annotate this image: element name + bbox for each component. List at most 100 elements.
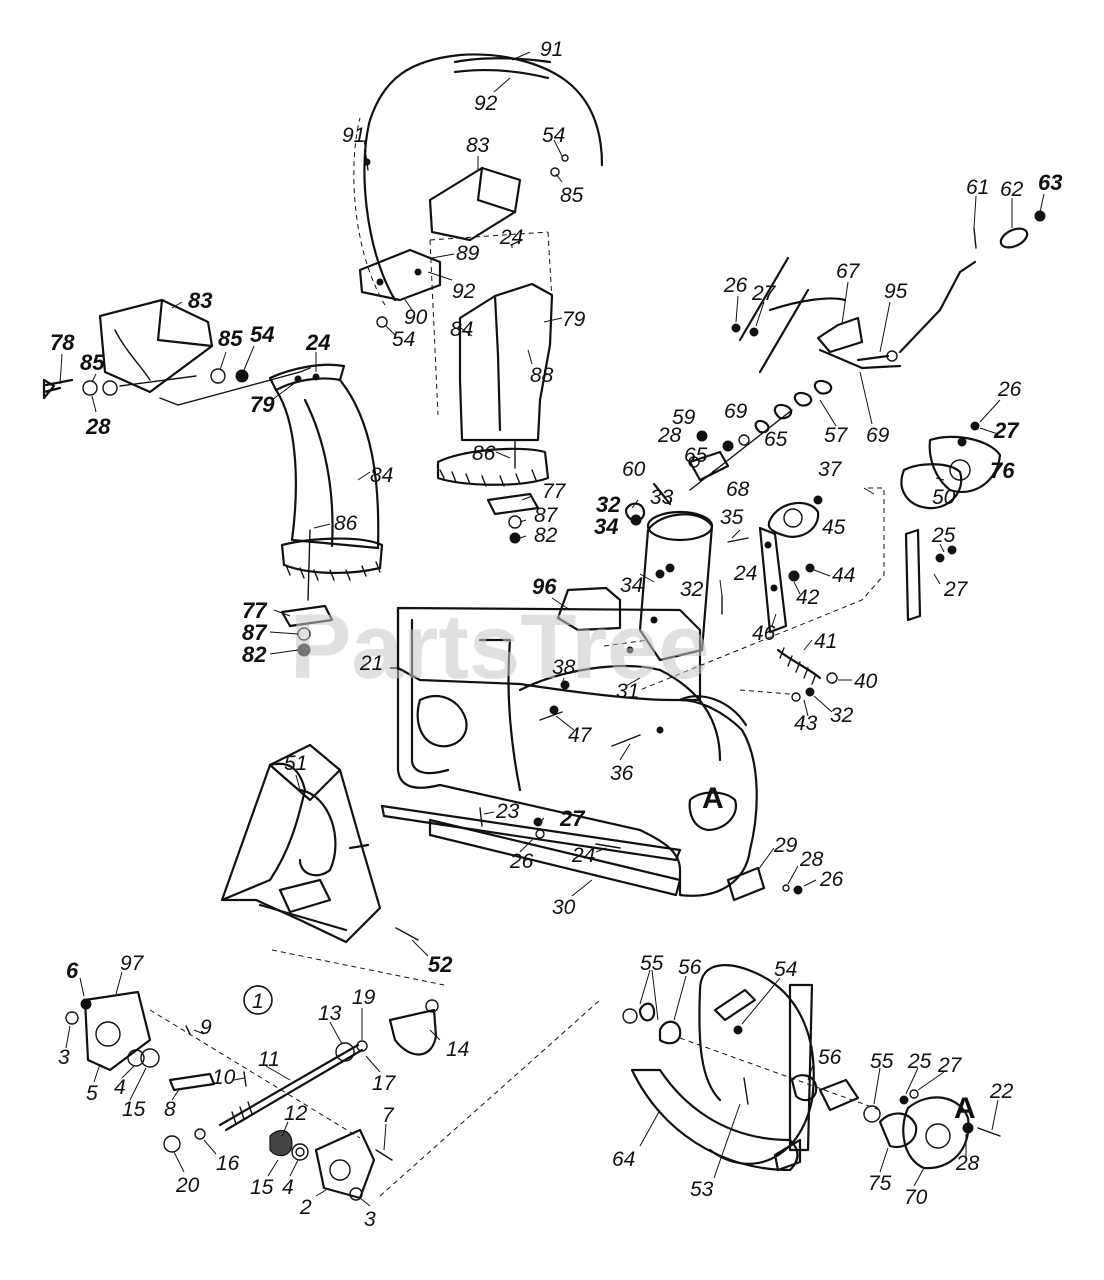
left-chute-assembly bbox=[42, 298, 384, 657]
callout-32: 32 bbox=[596, 492, 621, 517]
flange-70 bbox=[902, 1096, 970, 1170]
callout-22: 22 bbox=[989, 1080, 1014, 1103]
callout-9: 9 bbox=[200, 1016, 212, 1039]
section-marker-label: 1 bbox=[252, 990, 264, 1013]
callout-30: 30 bbox=[552, 896, 576, 919]
callout-35: 35 bbox=[720, 506, 744, 529]
callout-86: 86 bbox=[334, 512, 358, 535]
callout-27: 27 bbox=[751, 282, 777, 305]
crank-grip-91 bbox=[453, 57, 552, 64]
callout-24: 24 bbox=[305, 330, 330, 355]
ref-marker-a: A bbox=[954, 1092, 976, 1125]
callout-27: 27 bbox=[559, 806, 586, 831]
callout-69: 69 bbox=[724, 400, 748, 423]
flange-76 bbox=[928, 435, 1002, 493]
callout-82: 82 bbox=[242, 642, 267, 667]
callout-90: 90 bbox=[404, 306, 428, 329]
callout-60: 60 bbox=[622, 458, 646, 481]
callout-29: 29 bbox=[773, 834, 798, 857]
callout-87: 87 bbox=[534, 504, 559, 527]
crank-grip-92 bbox=[453, 68, 550, 80]
callout-67: 67 bbox=[836, 260, 861, 283]
gear-case-51 bbox=[220, 743, 445, 986]
callout-32: 32 bbox=[680, 578, 704, 601]
callout-32: 32 bbox=[830, 704, 854, 727]
callout-53: 53 bbox=[690, 1178, 714, 1201]
plate-29 bbox=[726, 866, 766, 902]
callout-23: 23 bbox=[495, 800, 520, 823]
callout-38: 38 bbox=[552, 656, 576, 679]
callout-labels: 91 92 91 83 54 85 24 89 92 90 54 79 84 8… bbox=[50, 38, 1062, 1231]
callout-41: 41 bbox=[814, 630, 837, 653]
callout-56: 56 bbox=[818, 1046, 842, 1069]
callout-5: 5 bbox=[86, 1082, 98, 1105]
callout-28: 28 bbox=[955, 1152, 980, 1175]
callout-83: 83 bbox=[188, 288, 212, 313]
callout-33: 33 bbox=[650, 486, 674, 509]
callout-75: 75 bbox=[868, 1172, 892, 1195]
gear-12 bbox=[269, 1129, 293, 1157]
callout-85: 85 bbox=[80, 350, 105, 375]
callout-11: 11 bbox=[258, 1048, 280, 1071]
plate-46 bbox=[758, 526, 788, 634]
callout-70: 70 bbox=[904, 1186, 928, 1209]
callout-47: 47 bbox=[568, 724, 593, 747]
callout-45: 45 bbox=[822, 516, 846, 539]
callout-82: 82 bbox=[534, 524, 558, 547]
callout-19: 19 bbox=[352, 986, 376, 1009]
callout-83: 83 bbox=[466, 134, 490, 157]
chute-crank-assembly bbox=[353, 53, 604, 544]
callout-91: 91 bbox=[540, 38, 563, 61]
callout-59: 59 bbox=[672, 406, 696, 429]
callout-64: 64 bbox=[612, 1148, 635, 1171]
callout-21: 21 bbox=[359, 652, 383, 675]
callout-56: 56 bbox=[678, 956, 702, 979]
callout-43: 43 bbox=[794, 712, 818, 735]
callout-77: 77 bbox=[542, 480, 567, 503]
bracket-67 bbox=[816, 316, 864, 354]
chute-base-33 bbox=[638, 513, 714, 662]
callout-37: 37 bbox=[818, 458, 843, 481]
impeller-assembly bbox=[622, 964, 1001, 1172]
callout-77: 77 bbox=[242, 598, 268, 623]
leader-lines bbox=[59, 51, 1045, 1207]
callout-55: 55 bbox=[870, 1050, 894, 1073]
callout-40: 40 bbox=[854, 670, 878, 693]
callout-51: 51 bbox=[284, 752, 307, 775]
callout-96: 96 bbox=[532, 574, 557, 599]
callout-61: 61 bbox=[966, 176, 989, 199]
callout-4: 4 bbox=[282, 1176, 294, 1199]
callout-68: 68 bbox=[726, 478, 750, 501]
callout-57: 57 bbox=[824, 424, 849, 447]
callout-50: 50 bbox=[932, 486, 956, 509]
callout-44: 44 bbox=[832, 564, 855, 587]
callout-28: 28 bbox=[799, 848, 824, 871]
callout-15: 15 bbox=[122, 1098, 146, 1121]
callout-85: 85 bbox=[218, 326, 243, 351]
watermark: PartsTree bbox=[290, 596, 709, 698]
auger-housing-assembly bbox=[380, 502, 803, 902]
section-marker-circle bbox=[243, 985, 273, 1015]
callout-55: 55 bbox=[640, 952, 664, 975]
callout-26: 26 bbox=[509, 850, 534, 873]
auger-shaft-11 bbox=[218, 1043, 360, 1127]
callout-3: 3 bbox=[58, 1046, 70, 1069]
callout-14: 14 bbox=[446, 1038, 469, 1061]
callout-34: 34 bbox=[620, 574, 643, 597]
callout-84: 84 bbox=[450, 318, 473, 341]
callout-27: 27 bbox=[937, 1054, 963, 1077]
callout-65: 65 bbox=[684, 444, 708, 467]
callout-7: 7 bbox=[382, 1104, 395, 1127]
callout-25: 25 bbox=[931, 524, 956, 547]
callout-27: 27 bbox=[993, 418, 1020, 443]
callout-78: 78 bbox=[50, 330, 75, 355]
callout-36: 36 bbox=[610, 762, 634, 785]
bearing-housing-50 bbox=[900, 463, 963, 510]
chute-deflector-left bbox=[98, 298, 214, 394]
bracket-96 bbox=[556, 586, 622, 632]
control-rod-61 bbox=[898, 260, 977, 354]
callout-28: 28 bbox=[85, 414, 111, 439]
callout-25: 25 bbox=[907, 1050, 932, 1073]
